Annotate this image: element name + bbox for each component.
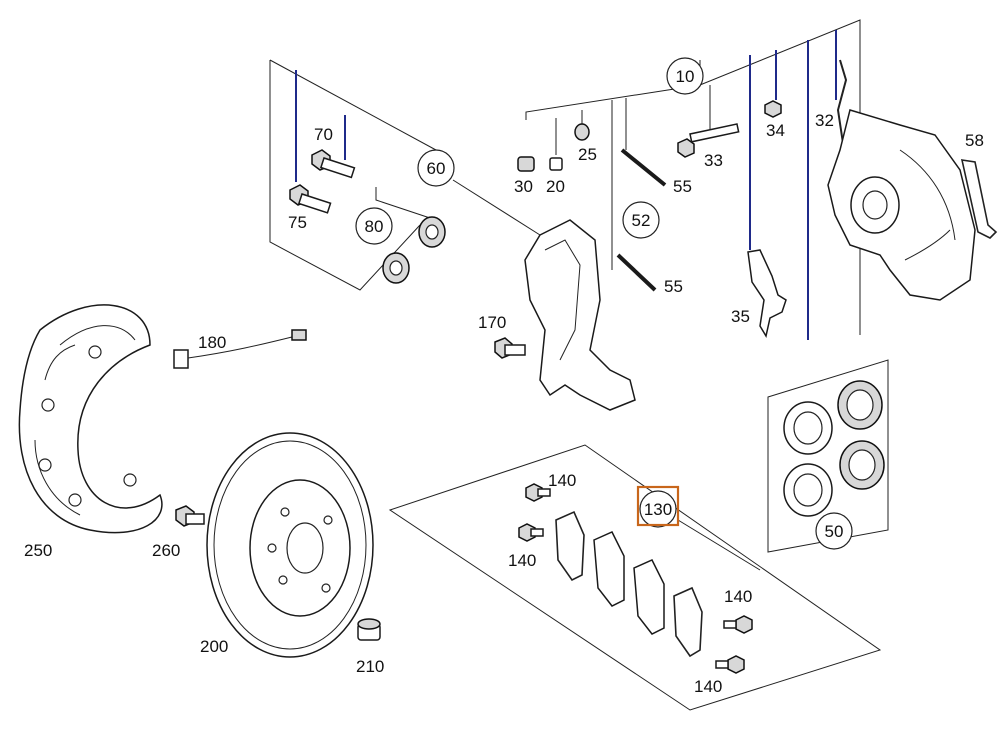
bolt-75 (289, 184, 332, 214)
label-30: 30 (514, 177, 533, 196)
guide-pin-upper (620, 148, 667, 187)
caliper-bracket (524, 219, 636, 411)
seal-kit-frame (767, 359, 889, 553)
pad-kit-frame (388, 444, 882, 711)
label-170: 170 (478, 313, 506, 332)
pad-shim-1 (555, 510, 585, 582)
bolt-33 (677, 123, 740, 158)
pad-shim-2 (673, 586, 703, 658)
spring-58 (960, 159, 998, 239)
bolt-170 (494, 337, 526, 359)
label-70: 70 (314, 125, 333, 144)
label-130: 130 (644, 500, 672, 519)
bushing-upper (418, 216, 446, 248)
label-80: 80 (365, 217, 384, 236)
pad-bolt-2 (518, 523, 544, 542)
seal-ring-4 (839, 440, 885, 490)
group-60-frame (269, 59, 541, 291)
bolt-70 (311, 149, 356, 179)
screw-34 (764, 100, 782, 118)
wheel-bolt-210 (357, 618, 381, 641)
label-55-lower: 55 (664, 277, 683, 296)
label-34: 34 (766, 121, 785, 140)
nipple-20 (549, 157, 563, 171)
caliper-housing (827, 109, 976, 301)
label-20: 20 (546, 177, 565, 196)
callout-circle-80 (355, 207, 393, 245)
pad-bolt-3 (723, 615, 753, 634)
cap-30 (517, 156, 535, 172)
callout-circle-50 (815, 512, 853, 550)
label-32: 32 (815, 111, 834, 130)
label-180: 180 (198, 333, 226, 352)
label-140-c: 140 (724, 587, 752, 606)
label-50: 50 (825, 522, 844, 541)
label-200: 200 (200, 637, 228, 656)
seal-ring-1 (783, 401, 833, 455)
bushing-lower (382, 252, 410, 284)
callout-circle-60 (417, 149, 455, 187)
guide-pin-lower (616, 253, 657, 292)
label-140-b: 140 (508, 551, 536, 570)
label-52: 52 (632, 211, 651, 230)
label-60: 60 (427, 159, 446, 178)
label-33: 33 (704, 151, 723, 170)
label-75: 75 (288, 213, 307, 232)
cap-25 (574, 123, 590, 141)
screw-260 (175, 505, 205, 527)
pad-bolt-4 (715, 655, 745, 674)
label-25: 25 (578, 145, 597, 164)
label-55-upper: 55 (673, 177, 692, 196)
label-250: 250 (24, 541, 52, 560)
holder-35 (747, 249, 787, 338)
label-140-a: 140 (548, 471, 576, 490)
label-260: 260 (152, 541, 180, 560)
label-10: 10 (676, 67, 695, 86)
highlight-box-130 (636, 485, 680, 527)
brake-pad-1 (593, 531, 625, 607)
brake-disc (206, 432, 374, 658)
pad-bolt-1 (525, 483, 551, 502)
label-210: 210 (356, 657, 384, 676)
label-140-d: 140 (694, 677, 722, 696)
callout-circle-10 (666, 57, 704, 95)
dust-shield (18, 304, 163, 534)
seal-ring-2 (837, 380, 883, 430)
spring-clip-32 (836, 59, 848, 151)
wear-sensor (173, 329, 307, 369)
label-35: 35 (731, 307, 750, 326)
label-58: 58 (965, 131, 984, 150)
callout-circle-52 (622, 201, 660, 239)
callout-circle-130 (639, 490, 677, 528)
seal-ring-3 (783, 463, 833, 517)
brake-pad-2 (633, 559, 665, 635)
